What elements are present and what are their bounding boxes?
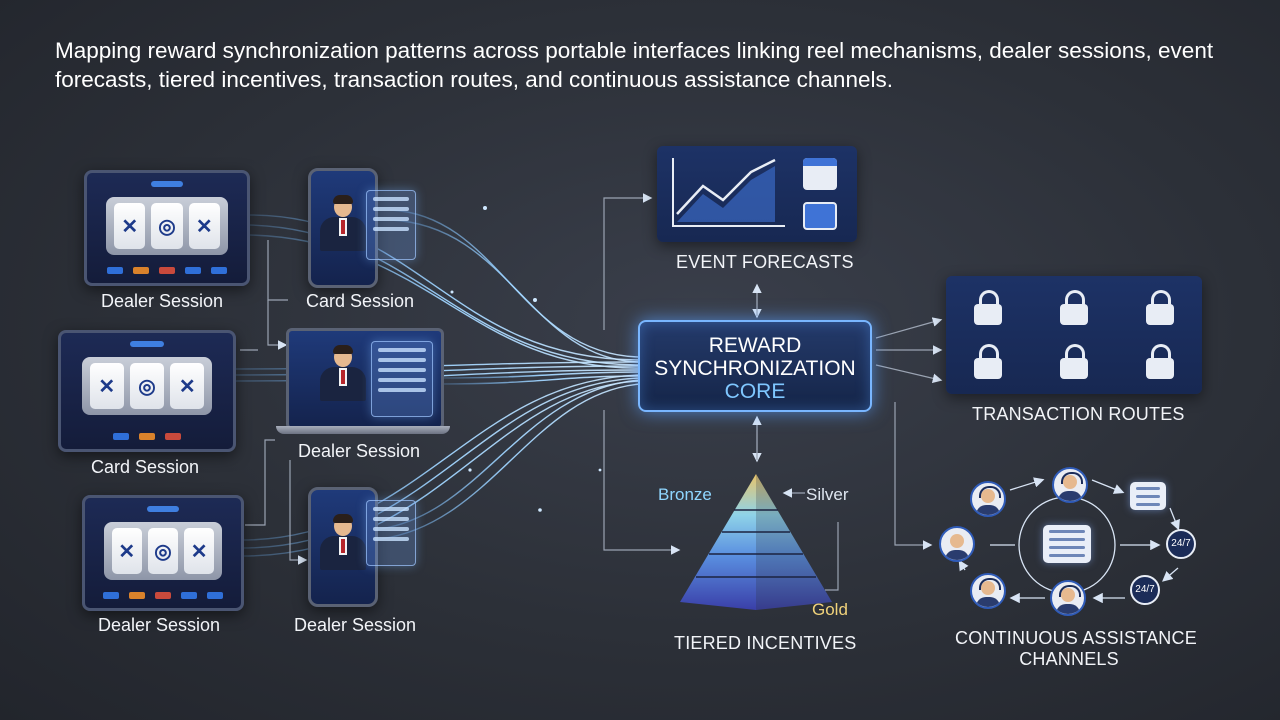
lock-icon [974, 290, 1002, 326]
core-title-line-2: SYNCHRONIZATION [654, 357, 856, 380]
reel-icon: ◎ [129, 363, 165, 409]
chat-bubble-icon [1130, 482, 1166, 510]
tablet-1-label: Dealer Session [101, 291, 224, 311]
tier-silver-label: Silver [806, 485, 849, 504]
dealer-avatar [320, 195, 366, 257]
holo-card-panel [366, 190, 416, 260]
assistance-label-line-2: CHANNELS [1019, 649, 1119, 669]
event-forecasts-label: EVENT FORECASTS [676, 252, 854, 272]
reel-icon: ✕ [114, 203, 146, 249]
lock-icon [1060, 290, 1088, 326]
user-avatar [939, 526, 975, 562]
lock-icon [1146, 344, 1174, 380]
calendar-icon [803, 158, 837, 190]
transaction-routes-label: TRANSACTION ROUTES [972, 404, 1185, 424]
clock-247-icon: 24/7 [1166, 529, 1196, 559]
reel-icon: ✕ [184, 528, 215, 574]
holo-card-panel [371, 341, 433, 417]
assistance-label-line-1: CONTINUOUS ASSISTANCE [955, 628, 1197, 648]
tablet-slot-reels-1: ✕ ◎ ✕ [84, 170, 250, 286]
trend-chart-icon [672, 158, 785, 227]
reel-icon: ✕ [89, 363, 124, 409]
support-agent-avatar [1052, 467, 1088, 503]
slot-reels: ✕ ◎ ✕ [106, 197, 228, 255]
reel-icon: ✕ [170, 363, 205, 409]
tablet-3-label: Dealer Session [98, 615, 221, 635]
lock-icon [1146, 290, 1174, 326]
tablet-2-label: Card Session [91, 457, 200, 477]
dealer-avatar [320, 514, 366, 576]
laptop-dealer [286, 328, 444, 430]
page-title: Mapping reward synchronization patterns … [55, 38, 1214, 92]
holo-card-panel [366, 500, 416, 566]
reel-icon: ◎ [147, 528, 179, 574]
phone-2-label: Dealer Session [294, 615, 417, 635]
phone-1-label: Card Session [306, 291, 415, 311]
clock-247-icon: 24/7 [1130, 575, 1160, 605]
tiered-incentives-label: TIERED INCENTIVES [674, 633, 857, 653]
tablet-slot-reels-2: ✕ ◎ ✕ [58, 330, 236, 452]
support-agent-avatar [970, 481, 1006, 517]
support-agent-avatar [1050, 580, 1086, 616]
support-agent-avatar [970, 573, 1006, 609]
lock-icon [974, 344, 1002, 380]
reel-icon: ✕ [111, 528, 142, 574]
tablet-status-bar [151, 181, 183, 187]
slot-button-row [103, 267, 231, 275]
chat-bubble-center-icon [1043, 525, 1091, 563]
lock-icon [1060, 344, 1088, 380]
tier-bronze-label: Bronze [658, 485, 712, 504]
dealer-avatar [320, 345, 366, 407]
devices-icon [803, 202, 837, 230]
reward-sync-core: REWARD SYNCHRONIZATION CORE [638, 320, 872, 412]
slot-reels: ✕ ◎ ✕ [103, 522, 223, 580]
core-title-line-1: REWARD [708, 334, 802, 357]
laptop-base [276, 426, 450, 434]
transaction-routes-panel [946, 276, 1202, 394]
tier-pyramid-icon [680, 474, 832, 610]
reel-icon: ✕ [188, 203, 220, 249]
core-title-line-3: CORE [724, 380, 786, 403]
event-forecasts-panel [657, 146, 857, 242]
tablet-slot-reels-3: ✕ ◎ ✕ [82, 495, 244, 611]
reel-icon: ◎ [151, 203, 183, 249]
slot-reels: ✕ ◎ ✕ [81, 357, 213, 415]
laptop-label: Dealer Session [298, 441, 421, 461]
tier-gold-label: Gold [812, 600, 848, 619]
